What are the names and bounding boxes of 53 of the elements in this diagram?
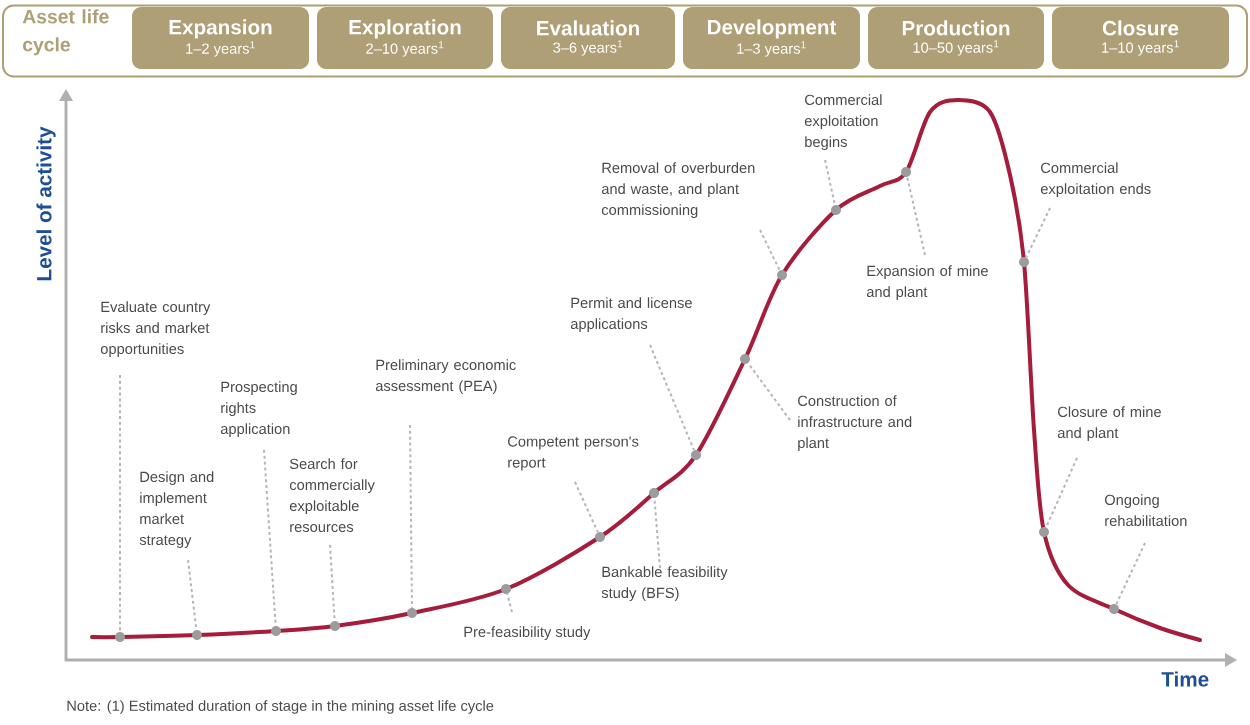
leader-line — [824, 159, 836, 206]
point-marker — [501, 584, 511, 594]
point-marker — [740, 354, 750, 364]
note: Note: (1) Estimated duration of stage in the mining asset life cycle — [67, 700, 494, 714]
leader-line — [759, 229, 781, 272]
point-marker — [271, 626, 281, 636]
callout-text: Evaluate country risks and market opportunities — [100, 301, 211, 357]
leader-line — [649, 344, 695, 452]
callout-text: Commercial exploitation begins — [804, 94, 882, 150]
stage-box: Evaluation 3–6 years$^{1}$ — [501, 7, 675, 69]
stage-box: Exploration 2–10 years$^{1}$ — [317, 7, 493, 69]
callout-text: Pre-feasibility study — [464, 626, 591, 640]
point-marker — [1019, 257, 1029, 267]
leader-line — [574, 481, 599, 534]
axis-title: Level of activity — [36, 126, 56, 281]
stage-box: Development 1–3 years$^{1}$ — [683, 7, 860, 69]
point-marker — [407, 608, 417, 618]
callout-text: Ongoing rehabilitation — [1104, 494, 1187, 527]
callout-text: Search for commercially exploitable resources — [289, 458, 375, 533]
callout-text: Closure of mine and plant — [1057, 406, 1161, 441]
point-marker — [649, 488, 659, 498]
point-marker — [777, 270, 787, 280]
leader-line — [1115, 542, 1146, 606]
point-marker — [901, 167, 911, 177]
point-marker — [115, 632, 125, 642]
callout-text: Preliminary economic assessment (PEA) — [375, 359, 516, 394]
point-marker — [330, 621, 340, 631]
callout-text: Prospecting rights application — [220, 381, 297, 437]
leader-line — [119, 374, 121, 633]
callout-text: Removal of overburden and waste, and plant commissioning — [601, 162, 755, 218]
callout-text: Competent person's report — [508, 436, 639, 471]
stage-box: Closure 1–10 years$^{1}$ — [1052, 7, 1229, 69]
stage-box: Expansion 1–2 years$^{1}$ — [132, 7, 309, 69]
callout-text: Permit and license applications — [570, 297, 692, 332]
callout-text: Bankable feasibility study (BFS) — [601, 566, 728, 601]
point-marker — [831, 205, 841, 215]
stage-box: Production 10–50 years$^{1}$ — [868, 7, 1044, 69]
point-marker — [192, 630, 202, 640]
leader-line — [506, 593, 513, 613]
callout-text: Commercial exploitation ends — [1040, 162, 1151, 197]
point-marker — [595, 532, 605, 542]
leader-line — [1025, 207, 1051, 259]
leader-line — [747, 362, 791, 421]
callout-text: Construction of infrastructure and plant — [798, 395, 912, 451]
callout-text: Expansion of mine and plant — [866, 265, 988, 300]
point-marker — [1109, 604, 1119, 614]
leader-line — [409, 424, 413, 609]
point-marker — [1039, 527, 1049, 537]
leader-line — [906, 176, 926, 256]
axis-title: Time — [1161, 671, 1209, 687]
callout-text: Design and implement market strategy — [139, 471, 214, 548]
point-marker — [691, 450, 701, 460]
heading: Asset life cycle — [22, 9, 109, 56]
